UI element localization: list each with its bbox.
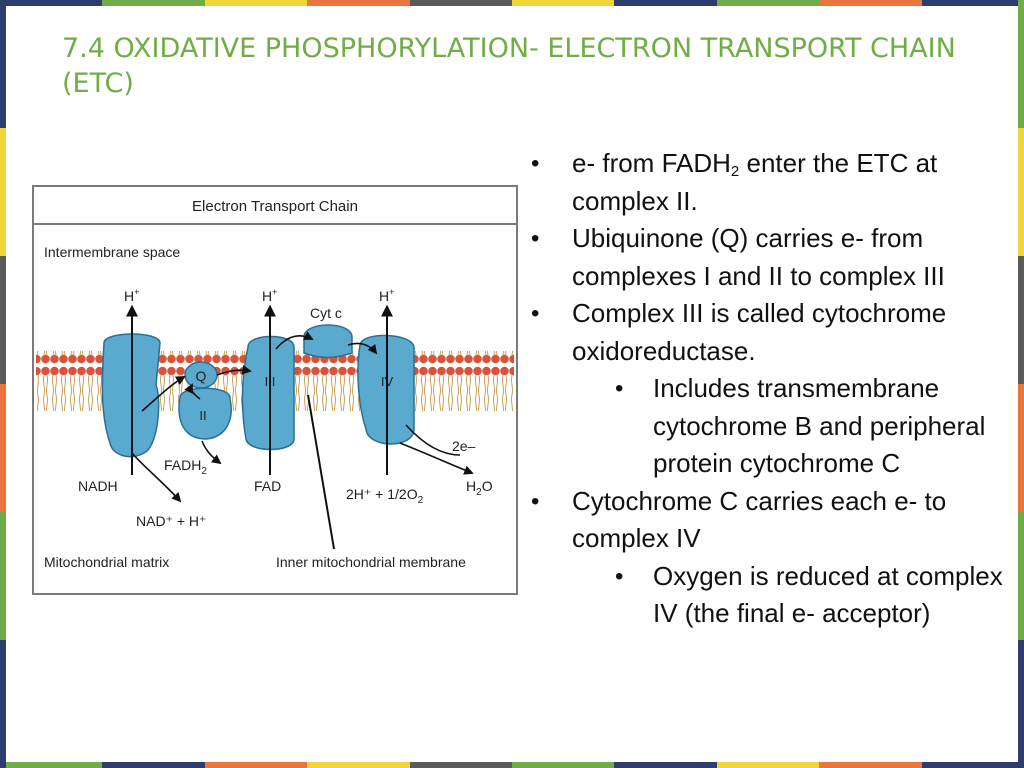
right-border <box>1018 0 1024 768</box>
bottom-border <box>0 762 1024 768</box>
bullet-list: e- from FADH2 enter the ETC at complex I… <box>527 145 1007 633</box>
two-e-label: 2e– <box>452 438 476 454</box>
intermembrane-label: Intermembrane space <box>44 244 180 260</box>
complex-iii: III <box>241 335 295 451</box>
matrix-label: Mitochondrial matrix <box>44 554 169 570</box>
h-plus-iv: H+ <box>379 287 394 304</box>
q-label: Q <box>196 368 207 384</box>
h-plus-i: H+ <box>124 287 139 304</box>
complex-ii-label: II <box>199 408 206 423</box>
inner-membrane-label: Inner mitochondrial membrane <box>276 554 466 570</box>
bullet-complex-iii: Complex III is called cytochrome oxidore… <box>527 295 1007 370</box>
bullet-ubiquinone: Ubiquinone (Q) carries e- from complexes… <box>527 220 1007 295</box>
electron-path-i-to-q <box>141 376 186 412</box>
slide-title: 7.4 Oxidative Phosphorylation- Electron … <box>62 33 956 99</box>
electron-path-iii-to-cytc <box>275 331 314 350</box>
two-e-arrow <box>405 424 461 456</box>
sub-bullet-cytochromes: Includes transmembrane cytochrome B and … <box>527 370 1007 483</box>
cyt-c-label: Cyt c <box>310 305 342 321</box>
ubiquinone-q: Q <box>184 361 218 389</box>
fadh2-arrow <box>201 440 222 465</box>
membrane-pointer <box>307 394 335 550</box>
etc-diagram: Electron Transport Chain Intermembrane s… <box>32 185 518 595</box>
bullet-cytochrome-c: Cytochrome C carries each e- to complex … <box>527 483 1007 558</box>
fadh2-label: FADH2 <box>164 457 207 477</box>
nad-h-label: NAD⁺ + H⁺ <box>136 513 206 529</box>
complex-ii: II <box>178 387 232 440</box>
sub-bullet-oxygen: Oxygen is reduced at complex IV (the fin… <box>527 558 1007 633</box>
electron-path-ii-to-q <box>184 383 201 400</box>
water-label: H2O <box>466 478 493 498</box>
diagram-heading: Electron Transport Chain <box>192 198 358 215</box>
left-border <box>0 0 6 768</box>
oxygen-equation-label: 2H⁺ + 1/2O2 <box>346 486 424 506</box>
electron-path-cytc-to-iv <box>347 342 378 355</box>
cytochrome-c: Cyt c <box>303 305 353 359</box>
water-arrow <box>399 442 474 475</box>
top-border <box>0 0 1024 6</box>
etc-diagram-svg: Electron Transport Chain Intermembrane s… <box>32 185 518 595</box>
bullet-fadh2: e- from FADH2 enter the ETC at complex I… <box>527 145 1007 220</box>
h-plus-iii: H+ <box>262 287 277 304</box>
nadh-arrow <box>131 452 182 503</box>
fad-label: FAD <box>254 478 281 494</box>
nadh-label: NADH <box>78 478 118 494</box>
electron-path-q-to-iii <box>216 365 252 376</box>
